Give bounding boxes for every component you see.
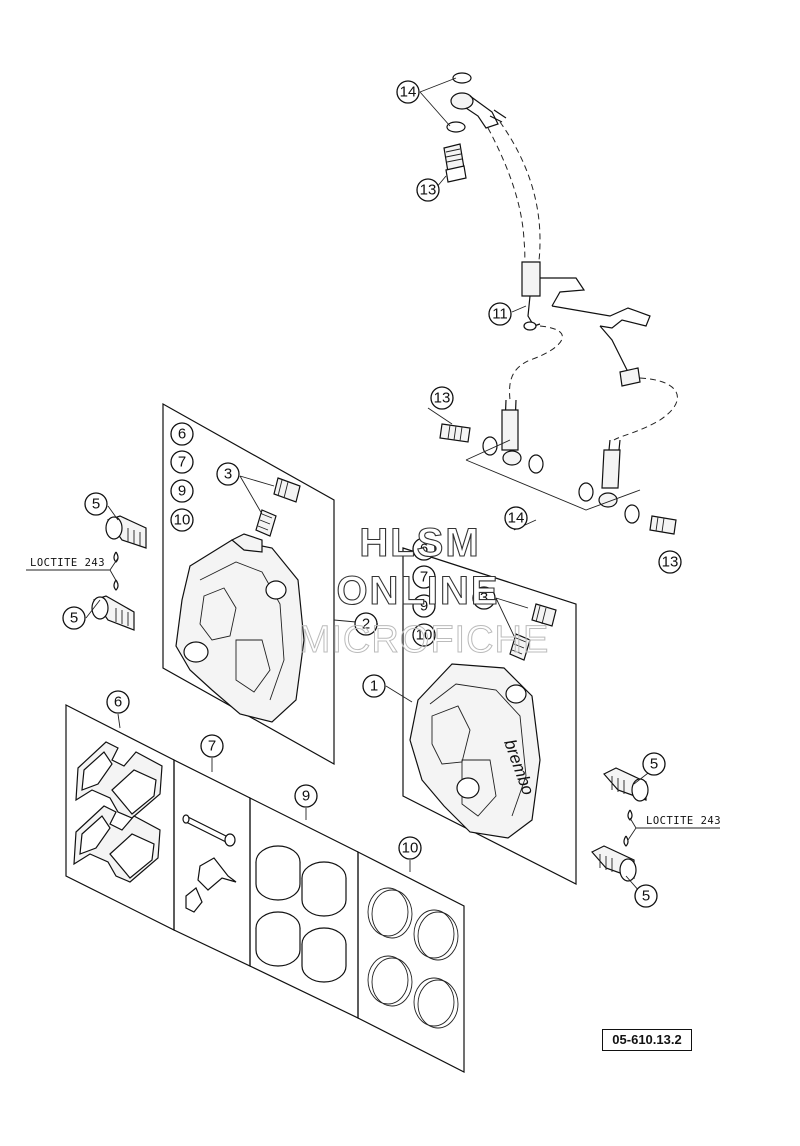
svg-text:10: 10	[174, 512, 191, 529]
svg-text:13: 13	[434, 390, 451, 407]
callout-3-right: 3	[472, 586, 496, 610]
mounting-bolts-right	[591, 767, 649, 882]
callout-14-top: 14	[396, 80, 420, 104]
callout-3-left: 3	[216, 462, 240, 486]
svg-text:10: 10	[416, 627, 433, 644]
svg-text:5: 5	[70, 610, 78, 627]
leader-lines	[85, 77, 653, 893]
svg-text:5: 5	[650, 756, 658, 773]
callout-7-right-panel: 7	[412, 565, 436, 589]
watermark-line-3: MICROFICHE	[299, 619, 550, 661]
svg-text:7: 7	[208, 738, 216, 755]
svg-text:3: 3	[224, 466, 232, 483]
right-caliper-panel: brembo	[402, 547, 577, 885]
loctite-label-left: LOCTITE 243	[30, 557, 105, 569]
svg-text:6: 6	[178, 426, 186, 443]
callout-7-left-panel: 7	[170, 450, 194, 474]
svg-text:6: 6	[420, 541, 428, 558]
callout-9-right-panel: 9	[412, 594, 436, 618]
callout-13-right: 13	[658, 550, 682, 574]
drawing-code-label: 05-610.13.2	[602, 1029, 692, 1051]
svg-text:5: 5	[642, 888, 650, 905]
mounting-bolts-left	[91, 515, 147, 631]
left-caliper-panel	[162, 402, 335, 766]
callout-11: 11	[488, 302, 512, 326]
callout-6-left-panel: 6	[170, 422, 194, 446]
brake-pad-kit-panel	[65, 704, 175, 931]
watermark-line-1: HLSM	[359, 521, 480, 565]
piston-kit-panel	[249, 797, 359, 1019]
svg-text:2: 2	[362, 616, 370, 633]
svg-text:1: 1	[370, 678, 378, 695]
callout-5-right-bottom: 5	[634, 884, 658, 908]
callout-10-kit: 10	[398, 836, 422, 860]
watermark-line-2: ONLINE	[336, 569, 499, 613]
loctite-annotations: LOCTITE 243 LOCTITE 243	[26, 557, 721, 841]
callout-9-left-panel: 9	[170, 479, 194, 503]
callout-2: 2	[354, 612, 378, 636]
watermark: HLSM ONLINE MICROFICHE	[298, 520, 550, 661]
callout-5-left-bottom: 5	[62, 606, 86, 630]
callout-6-right-panel: 6	[412, 537, 436, 561]
pin-kit-panel	[173, 759, 251, 967]
loctite-label-right: LOCTITE 243	[646, 815, 721, 827]
svg-text:10: 10	[402, 840, 419, 857]
svg-text:7: 7	[178, 454, 186, 471]
callout-1: 1	[362, 674, 386, 698]
svg-text:7: 7	[420, 569, 428, 586]
callout-7-kit: 7	[200, 734, 224, 758]
svg-text:9: 9	[420, 598, 428, 615]
callout-14-mid: 14	[504, 506, 528, 530]
callout-13-mid: 13	[430, 386, 454, 410]
svg-text:9: 9	[302, 788, 310, 805]
brake-hose-assembly	[439, 72, 678, 535]
callout-10-left-panel: 10	[170, 508, 194, 532]
callout-5-left-top: 5	[84, 492, 108, 516]
svg-text:5: 5	[92, 496, 100, 513]
seal-kit-panel	[357, 851, 465, 1073]
callout-5-right-top: 5	[642, 752, 666, 776]
svg-text:14: 14	[508, 510, 525, 527]
callout-6-kit: 6	[106, 690, 130, 714]
svg-text:13: 13	[420, 182, 437, 199]
svg-text:11: 11	[492, 306, 508, 323]
callout-10-right-panel: 10	[412, 623, 436, 647]
callout-9-kit: 9	[294, 784, 318, 808]
svg-text:14: 14	[400, 84, 417, 101]
svg-text:13: 13	[662, 554, 679, 571]
callout-13-top: 13	[416, 178, 440, 202]
svg-text:3: 3	[480, 590, 488, 607]
svg-text:9: 9	[178, 483, 186, 500]
svg-text:6: 6	[114, 694, 122, 711]
